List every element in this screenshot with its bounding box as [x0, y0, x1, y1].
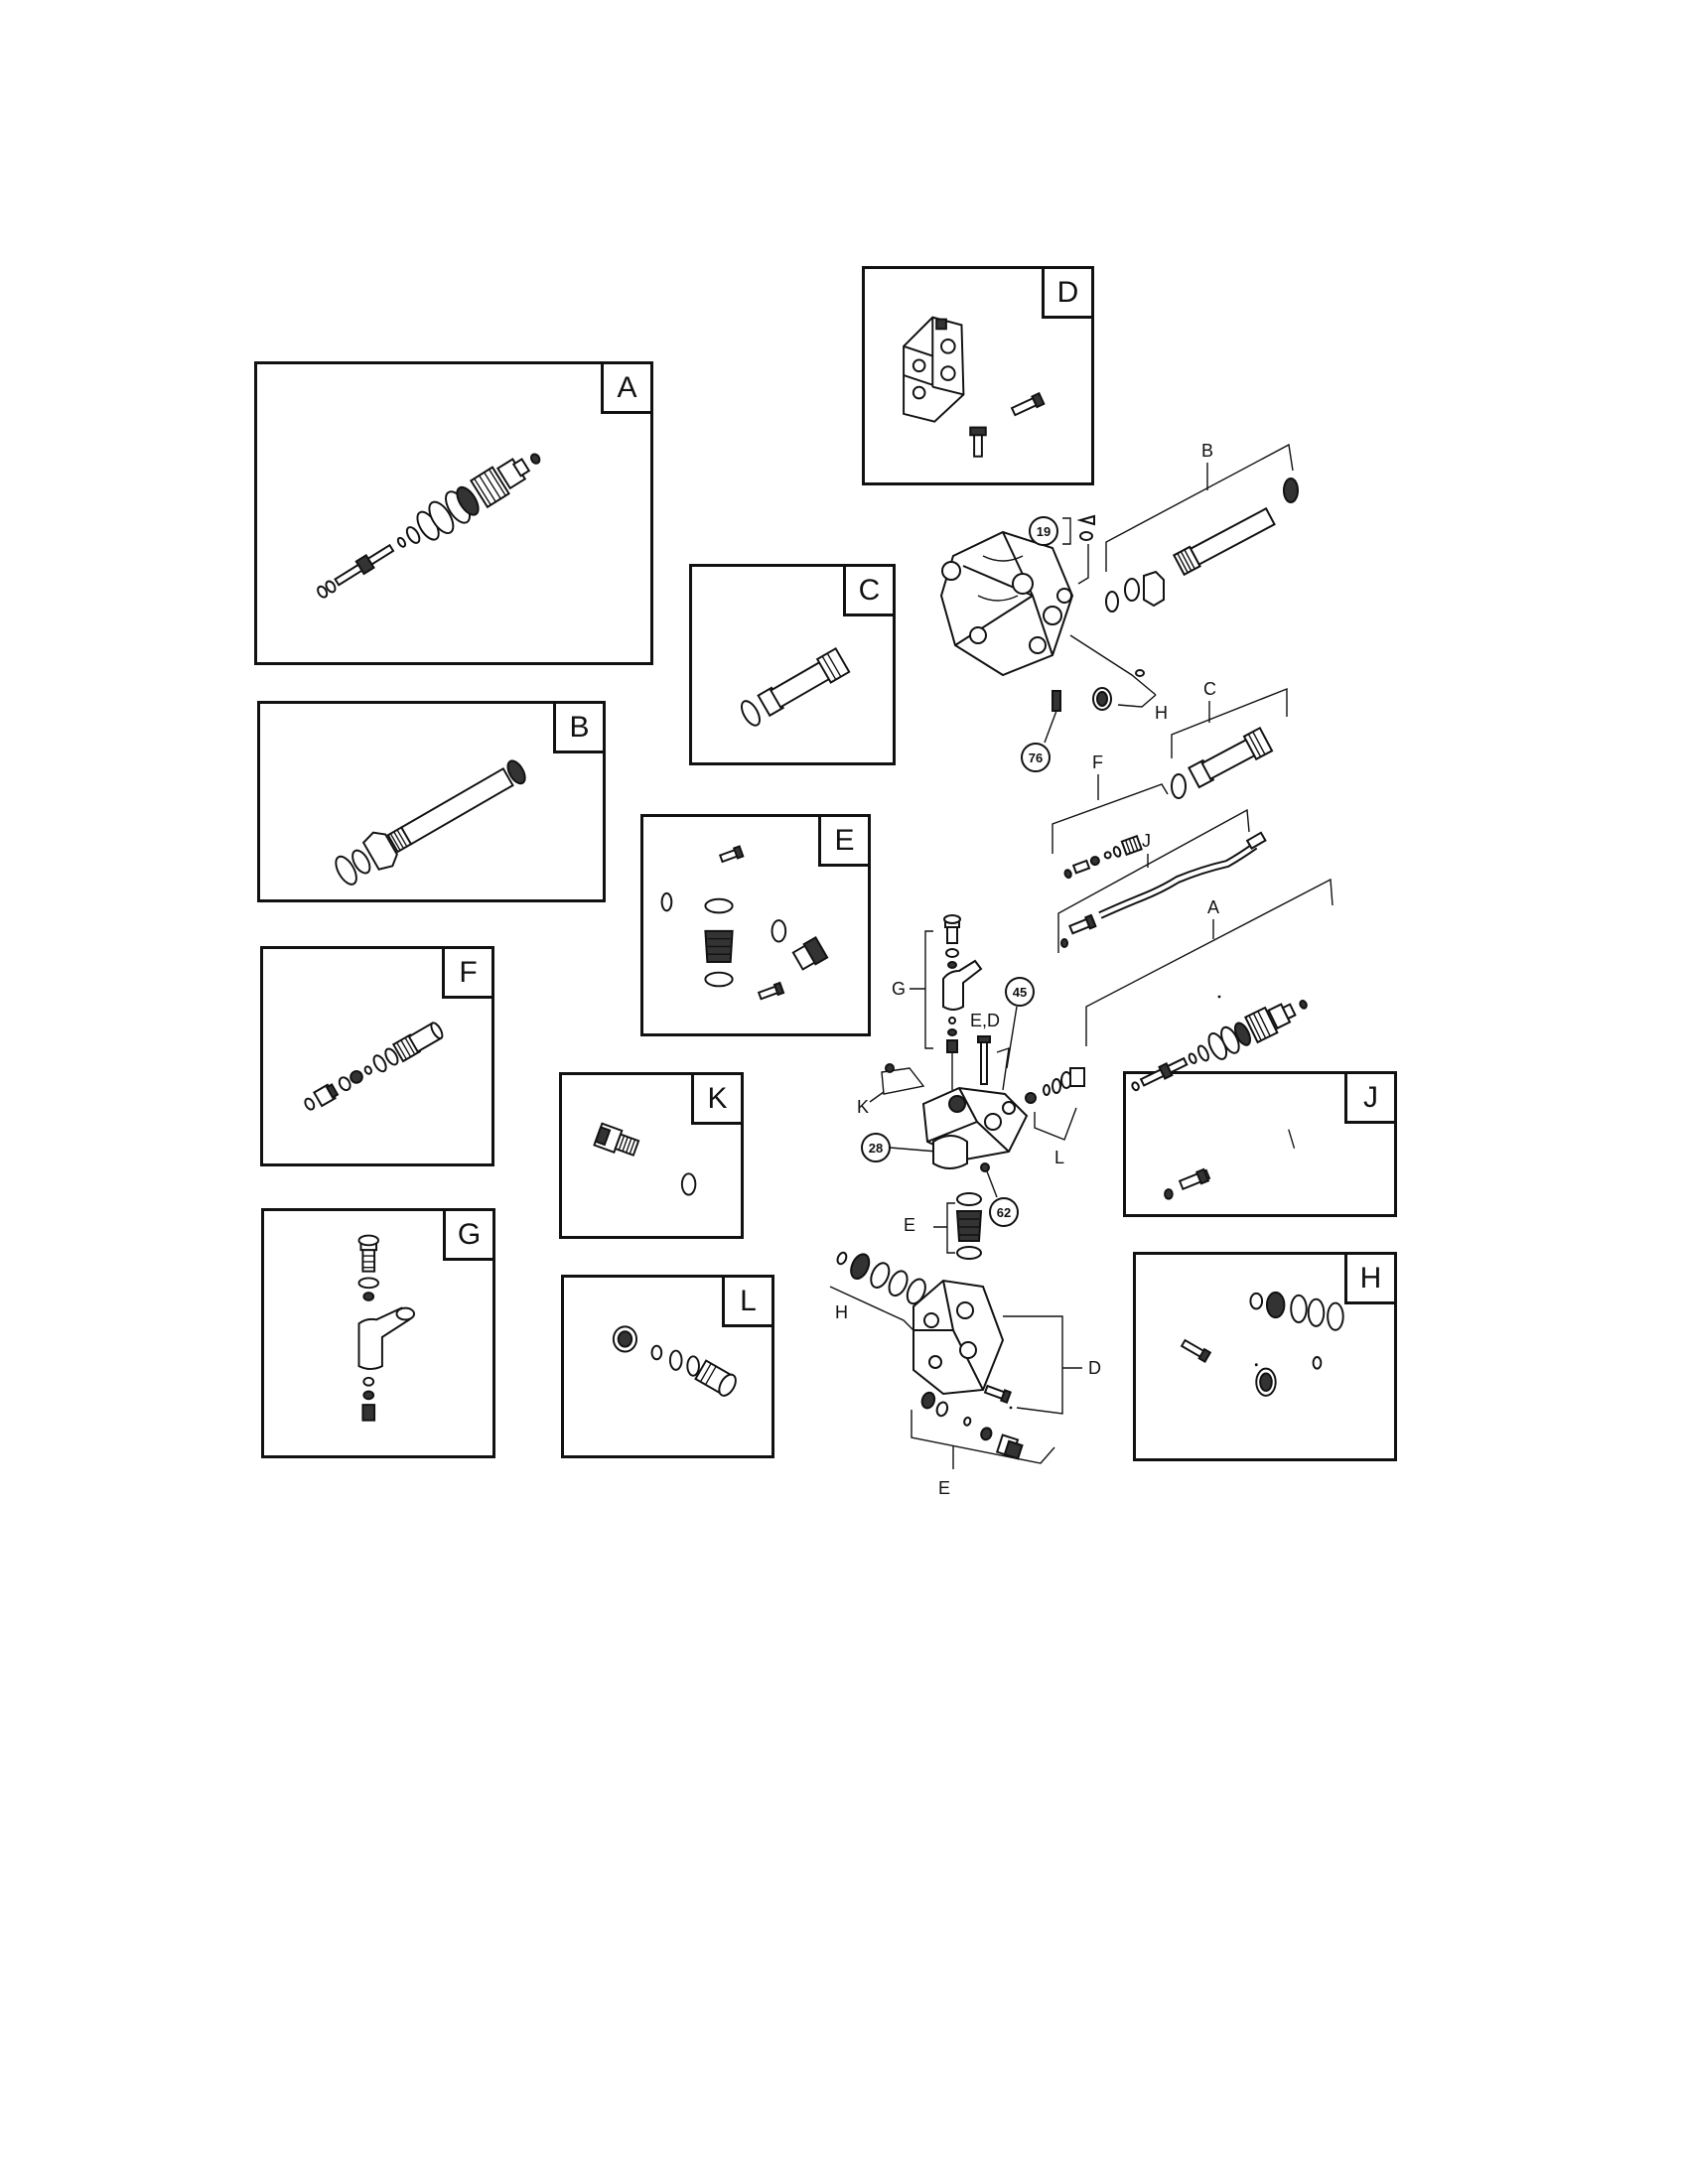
kit-b-box: B: [257, 701, 606, 902]
callout-45-circle: [1005, 977, 1035, 1007]
callout-76: 76: [1029, 751, 1043, 765]
kit-e-parts-drawing: [660, 845, 829, 1001]
assembly-label-c: C: [1203, 679, 1216, 699]
kit-f-box: F: [260, 946, 494, 1166]
assembly-label-k: K: [857, 1097, 869, 1117]
kit-l-box: L: [561, 1275, 774, 1458]
assembly-label-f: F: [1092, 752, 1103, 772]
kit-c-tag: C: [843, 567, 893, 616]
callout-76-circle: [1021, 743, 1051, 772]
kit-c-parts-drawing: [741, 646, 851, 727]
upper-pump-body: [939, 530, 1074, 677]
assembly-label-j: J: [1142, 831, 1151, 851]
kit-e-box: E: [640, 814, 871, 1036]
assembly-label-ed: E,D: [970, 1011, 1000, 1030]
kit-f-parts-drawing: [304, 1022, 444, 1111]
lower-pump-head: [912, 1279, 1005, 1396]
assembly-label-a: A: [1207, 897, 1219, 917]
kit-d-parts-drawing: [903, 316, 1046, 458]
kit-k-tag: K: [691, 1075, 741, 1125]
assembly-label-e-mid: E: [904, 1215, 915, 1235]
kit-j-box: J: [1123, 1071, 1397, 1217]
kit-e-tag: E: [818, 817, 868, 867]
callout-45: 45: [1013, 985, 1027, 1000]
kit-f-tag: F: [442, 949, 491, 999]
kit-h-box: H: [1133, 1252, 1397, 1461]
callout-62: 62: [997, 1205, 1011, 1220]
kit-h-parts-drawing: [1180, 1291, 1344, 1397]
kit-b-parts-drawing: [335, 759, 526, 886]
kit-c-box: C: [689, 564, 896, 765]
kit-k-parts-drawing: [593, 1122, 697, 1196]
kit-d-box: D: [862, 266, 1094, 485]
kit-l-parts-drawing: [612, 1325, 737, 1397]
callout-19: 19: [1037, 524, 1051, 539]
assembly-label-g: G: [892, 979, 906, 999]
kit-a-tag: A: [601, 364, 650, 414]
kit-l-tag: L: [722, 1278, 772, 1327]
kit-h-tag: H: [1344, 1255, 1394, 1304]
kit-a-parts-drawing: [317, 453, 541, 599]
kit-a-box: A: [254, 361, 653, 665]
kit-d-tag: D: [1042, 269, 1091, 319]
assembly-label-h-top: H: [1155, 703, 1168, 723]
kit-k-box: K: [559, 1072, 744, 1239]
assembly-label-e-low: E: [938, 1478, 950, 1498]
callout-62-circle: [989, 1197, 1019, 1227]
kit-b-tag: B: [553, 704, 603, 753]
assembly-label-b: B: [1201, 441, 1213, 461]
kit-g-tag: G: [443, 1211, 492, 1261]
assembly-label-d: D: [1088, 1358, 1101, 1378]
kit-g-parts-drawing: [357, 1234, 416, 1422]
kit-j-tag: J: [1344, 1074, 1394, 1124]
assembly-label-h-low: H: [835, 1302, 848, 1322]
kit-g-box: G: [261, 1208, 495, 1458]
assembly-label-l: L: [1054, 1148, 1064, 1167]
callout-19-circle: [1029, 516, 1058, 546]
callout-28: 28: [869, 1141, 883, 1156]
